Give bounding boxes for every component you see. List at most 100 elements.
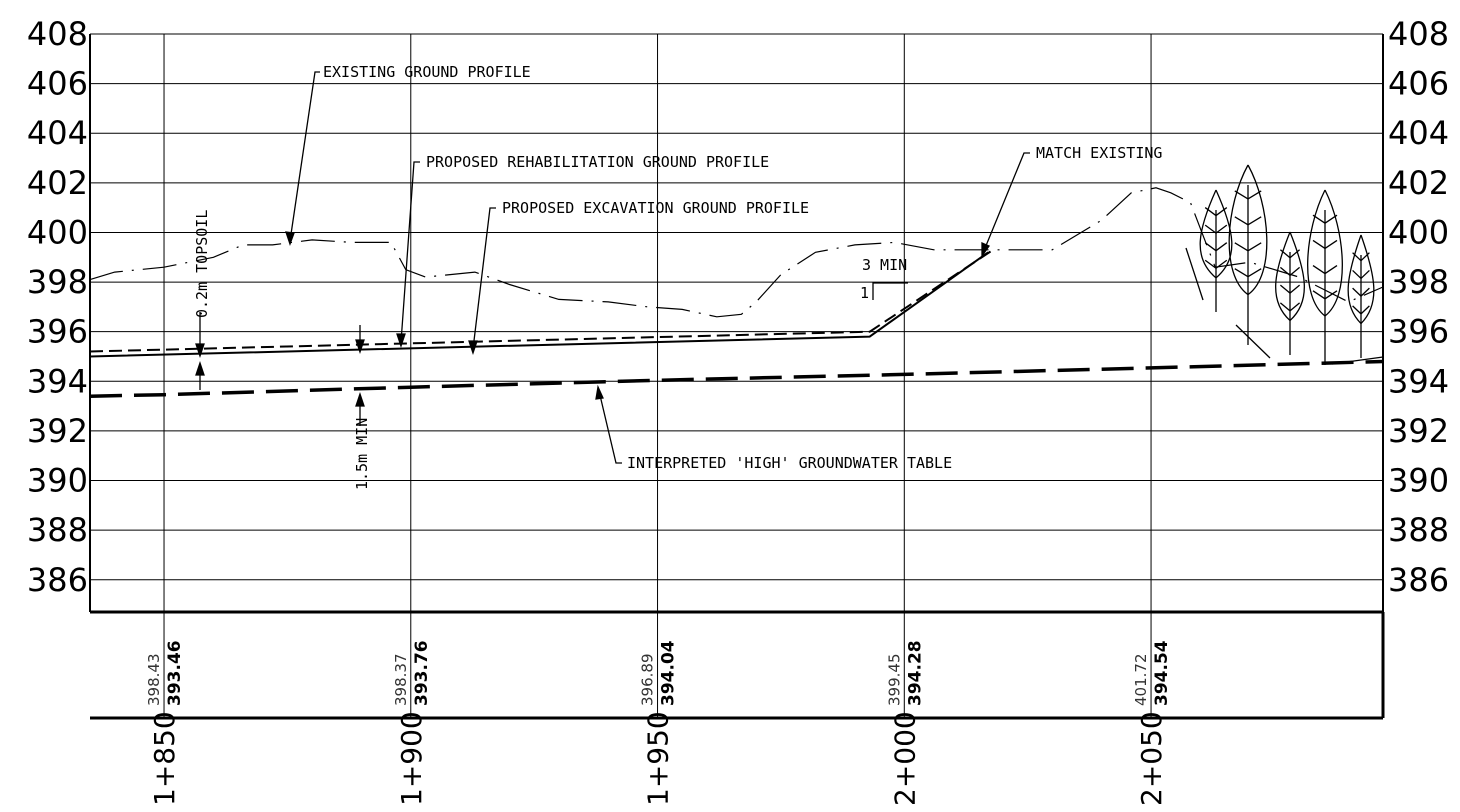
tree-branch xyxy=(1324,265,1338,275)
elevation-label-right: 396 xyxy=(1388,313,1449,351)
elevation-label-left: 400 xyxy=(27,213,88,251)
ground-hatch xyxy=(1235,324,1271,359)
existing-elevation-value: 398.37 xyxy=(392,654,410,707)
elevation-label-right: 404 xyxy=(1388,114,1449,152)
profile-line xyxy=(89,251,989,358)
rehab-profile-label: PROPOSED REHABILITATION GROUND PROFILE xyxy=(426,153,769,171)
elevation-label-right: 394 xyxy=(1388,362,1449,400)
station-label: 1+850 xyxy=(148,711,181,806)
tree-branch xyxy=(1360,269,1370,279)
elevation-label-right: 402 xyxy=(1388,164,1449,202)
tree-branch xyxy=(1234,216,1249,226)
tree-branch xyxy=(1204,207,1217,217)
elevation-label-left: 408 xyxy=(27,15,88,53)
slope-rise-label: 1 xyxy=(860,284,869,302)
tree-branch xyxy=(1215,242,1228,252)
tree-branch xyxy=(1279,249,1291,259)
tree-branch xyxy=(1234,242,1249,252)
tree-branch xyxy=(1204,242,1217,252)
elevation-label-right: 400 xyxy=(1388,213,1449,251)
profile-line xyxy=(89,359,1384,398)
tree-branch xyxy=(1360,287,1370,297)
data-table xyxy=(90,610,1385,720)
elevation-labels: 408 408 406 406 404 404 402 402 400 400 398 398 396 3… xyxy=(27,15,1449,599)
tree-branch xyxy=(1215,224,1228,234)
elevation-label-right: 390 xyxy=(1388,462,1449,500)
station-labels: 1+850 1+900 1+950 2+000 2+050 xyxy=(148,711,1168,806)
tree-branch xyxy=(1247,190,1262,200)
tree-branch xyxy=(1215,259,1228,269)
tree-branch xyxy=(1312,239,1326,249)
slope-run-label: 3 MIN xyxy=(862,256,907,274)
tree-branch xyxy=(1324,214,1338,224)
tree-branch xyxy=(1360,252,1370,262)
elevation-label-right: 408 xyxy=(1388,15,1449,53)
groundwater-elevation-value: 394.28 xyxy=(905,640,925,706)
tree-branch xyxy=(1204,224,1217,234)
tree-branch xyxy=(1324,290,1338,300)
tree-branch xyxy=(1289,266,1301,276)
groundwater-elevation-value: 394.54 xyxy=(1152,640,1172,706)
ground-hatch xyxy=(1185,247,1204,301)
groundwater-elevation-value: 394.04 xyxy=(659,640,679,706)
elevation-label-right: 392 xyxy=(1388,412,1449,450)
ground-hatch xyxy=(1331,356,1384,365)
groundwater-elevation-value: 393.76 xyxy=(412,640,432,706)
tree-branch xyxy=(1312,265,1326,275)
tree-branch xyxy=(1312,214,1326,224)
annotations xyxy=(195,71,1030,464)
station-label: 1+950 xyxy=(642,711,675,806)
tree-branch xyxy=(1360,305,1370,315)
station-label: 2+000 xyxy=(888,711,921,806)
profile-line xyxy=(89,187,1384,318)
elevation-label-left: 388 xyxy=(27,511,88,549)
elevation-label-left: 402 xyxy=(27,164,88,202)
elevation-label-right: 398 xyxy=(1388,263,1449,301)
tree-branch xyxy=(1324,239,1338,249)
tree-branch xyxy=(1289,284,1301,294)
existing-elevation-value: 396.89 xyxy=(639,654,657,707)
tree-branch xyxy=(1247,216,1262,226)
tree-branch xyxy=(1352,287,1362,297)
min-separation-label: 1.5m MIN xyxy=(353,418,371,490)
elevation-label-left: 390 xyxy=(27,462,88,500)
tree-symbols xyxy=(1185,164,1384,365)
existing-ground-label: EXISTING GROUND PROFILE xyxy=(323,63,531,81)
match-existing-label: MATCH EXISTING xyxy=(1036,144,1162,162)
profile-lines xyxy=(89,187,1384,398)
tree-branch xyxy=(1234,190,1249,200)
elevation-label-left: 392 xyxy=(27,412,88,450)
tree-branch xyxy=(1247,242,1262,252)
topsoil-label: 0.2m TOPSOIL xyxy=(193,210,211,318)
existing-elevation-value: 401.72 xyxy=(1132,654,1150,707)
tree-branch xyxy=(1289,249,1301,259)
tree-branch xyxy=(1352,252,1362,262)
elevation-label-left: 386 xyxy=(27,561,88,599)
elevation-label-left: 406 xyxy=(27,65,88,103)
station-label: 1+900 xyxy=(395,711,428,806)
existing-elevation-value: 399.45 xyxy=(885,654,903,707)
tree-branch xyxy=(1312,290,1326,300)
tree-branch xyxy=(1234,268,1249,278)
grid xyxy=(89,33,1384,718)
elevation-label-left: 394 xyxy=(27,362,88,400)
tree-branch xyxy=(1289,302,1301,312)
tree-branch xyxy=(1279,266,1291,276)
annotation-labels: EXISTING GROUND PROFILE PROPOSED REHABIL… xyxy=(193,63,1162,490)
tree-branch xyxy=(1352,269,1362,279)
tree-branch xyxy=(1215,207,1228,217)
tree-branch xyxy=(1279,284,1291,294)
elevation-label-left: 396 xyxy=(27,313,88,351)
tree-branch xyxy=(1204,259,1217,269)
excavation-profile-label: PROPOSED EXCAVATION GROUND PROFILE xyxy=(502,199,809,217)
elevation-label-right: 386 xyxy=(1388,561,1449,599)
station-label: 2+050 xyxy=(1135,711,1168,806)
elevation-label-right: 406 xyxy=(1388,65,1449,103)
tree-branch xyxy=(1247,268,1262,278)
groundwater-label: INTERPRETED 'HIGH' GROUNDWATER TABLE xyxy=(627,454,952,472)
elevation-label-left: 398 xyxy=(27,263,88,301)
elevation-label-left: 404 xyxy=(27,114,88,152)
groundwater-elevation-value: 393.46 xyxy=(165,640,185,706)
